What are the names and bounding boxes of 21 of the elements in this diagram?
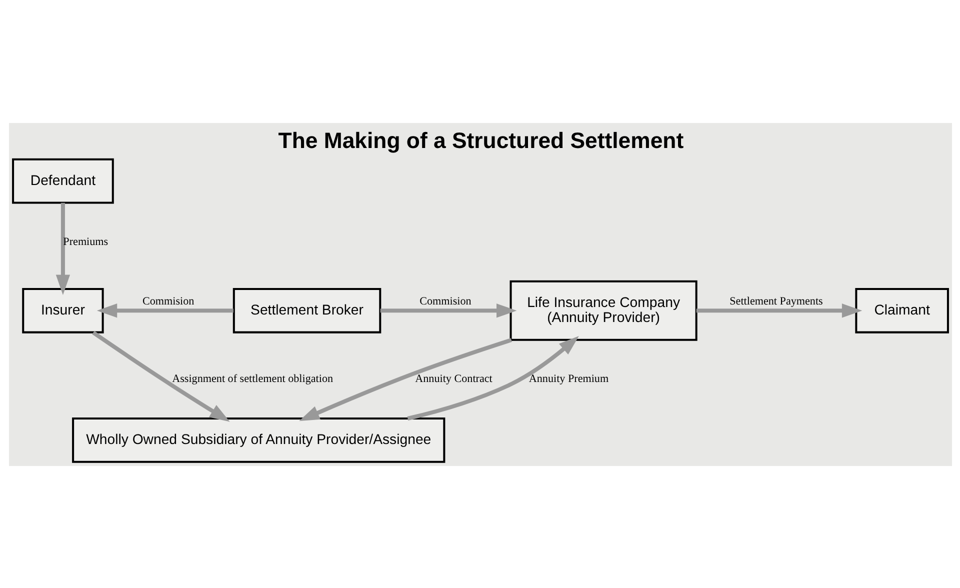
diagram-title: The Making of a Structured Settlement [278,127,684,152]
edge-label: Premiums [62,235,108,248]
arrow [380,303,516,318]
edge-label: Assignment of settlement obligation [172,372,333,385]
edge-label: Commision [142,294,194,307]
arrow [92,330,230,422]
arrow [55,202,70,294]
node-box: Claimant [854,287,948,333]
node-box: Insurer [22,287,104,333]
edge-label: Annuity Contract [414,372,492,385]
arrow [298,338,512,420]
edge-label: Settlement Payments [729,294,822,307]
node-box: Defendant [12,158,114,204]
edge-label: Annuity Premium [528,372,608,385]
edge-label: Commision [419,294,471,307]
arrow [406,336,578,420]
arrow [96,303,233,318]
node-box: Life Insurance Company (Annuity Provider) [509,280,697,340]
arrow [696,303,862,318]
node-box: Wholly Owned Subsidiary of Annuity Provider/Assignee [72,417,445,462]
node-box: Settlement Broker [232,287,381,333]
